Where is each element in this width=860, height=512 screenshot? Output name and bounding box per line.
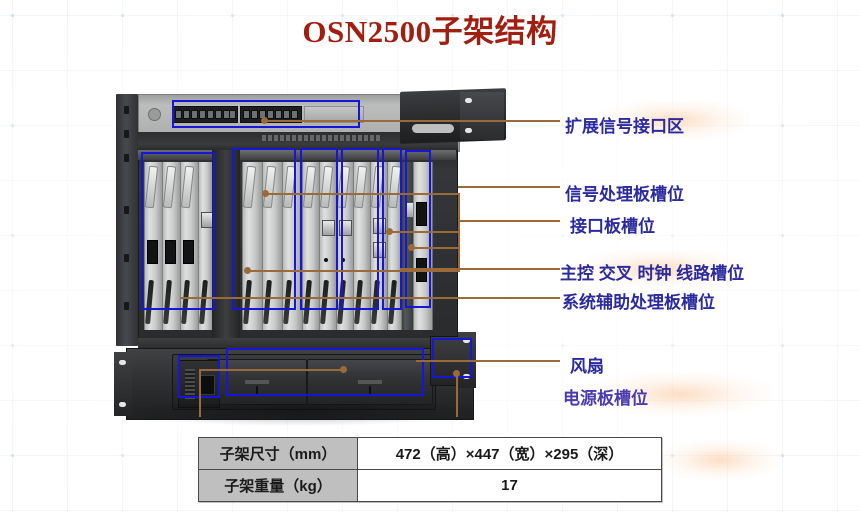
callout-system-aux-processing-board-slot: 系统辅助处理板槽位 <box>562 293 715 312</box>
highlight-fan-module <box>432 338 472 378</box>
cage-divider <box>212 150 240 342</box>
rack-hole <box>124 154 129 162</box>
rj45-port-group-1 <box>172 106 238 123</box>
leader-line-interface-b <box>389 231 460 233</box>
leader-line-ext-signal <box>264 120 560 122</box>
highlight-signal-processing-3 <box>341 148 379 310</box>
leader-line-aux-processing <box>180 297 560 299</box>
leader-line-power-drop <box>199 369 201 417</box>
highlight-ext-signal-interface <box>172 100 360 128</box>
brand-label <box>262 135 382 141</box>
panel-vent-area <box>304 106 364 123</box>
drop-shadow <box>122 404 474 426</box>
leader-line-fan <box>416 360 560 362</box>
callout-power-board-slot: 电源板槽位 <box>563 389 648 408</box>
leader-join-interface <box>458 220 460 272</box>
rj45-port-group-2 <box>240 106 302 123</box>
rack-hole <box>124 206 129 214</box>
leader-line-signal-processing-a <box>265 193 460 195</box>
hinge-logo <box>412 124 454 133</box>
highlight-signal-processing-2 <box>300 148 338 310</box>
rack-hole <box>124 130 129 138</box>
table-row: 子架尺寸（mm） 472（高）×447（宽）×295（深） <box>198 437 662 470</box>
rack-hole <box>124 302 129 310</box>
leader-dot-power <box>340 366 347 373</box>
spec-key-weight: 子架重量（kg） <box>198 469 358 502</box>
highlight-fan-tray <box>226 348 424 396</box>
leader-line-main-control <box>400 268 560 270</box>
highlight-signal-processing-1 <box>232 148 296 310</box>
status-led <box>148 108 161 121</box>
equipment-photo <box>112 86 506 426</box>
callout-signal-processing-board-slot: 信号处理板槽位 <box>565 185 684 204</box>
spec-key-dimensions: 子架尺寸（mm） <box>198 437 358 470</box>
page-title: OSN2500子架结构 <box>302 14 558 49</box>
callout-ext-signal-interface-area: 扩展信号接口区 <box>565 117 684 136</box>
highlight-interface-board <box>382 148 402 310</box>
leader-line-fan-drop <box>456 373 458 417</box>
hinge-rack-ear <box>460 92 504 140</box>
highlight-line-slot <box>405 150 431 308</box>
callout-main-control-cross-clock-line-slot: 主控 交叉 时钟 线路槽位 <box>560 264 745 283</box>
leader-line-interface-out <box>458 220 560 222</box>
callout-interface-board-slot: 接口板槽位 <box>570 217 655 236</box>
spec-value-dimensions: 472（高）×447（宽）×295（深） <box>357 437 662 470</box>
spec-table: 子架尺寸（mm） 472（高）×447（宽）×295（深） 子架重量（kg） 1… <box>198 437 662 502</box>
rack-hole <box>124 106 129 114</box>
rack-hole <box>124 254 129 262</box>
rack-ear-left <box>114 352 132 416</box>
spec-value-weight: 17 <box>357 469 662 502</box>
highlight-aux-processing <box>141 152 215 310</box>
card-cage-top-rail <box>138 150 456 160</box>
table-row: 子架重量（kg） 17 <box>198 469 662 502</box>
leader-line-power-h <box>200 369 342 371</box>
leader-line-interface-a <box>247 270 460 272</box>
rack-rail-left <box>116 94 138 346</box>
callout-fan: 风扇 <box>570 357 604 376</box>
leader-line-signal-processing-out <box>458 186 560 188</box>
leader-line-signal-processing-b <box>411 247 460 249</box>
